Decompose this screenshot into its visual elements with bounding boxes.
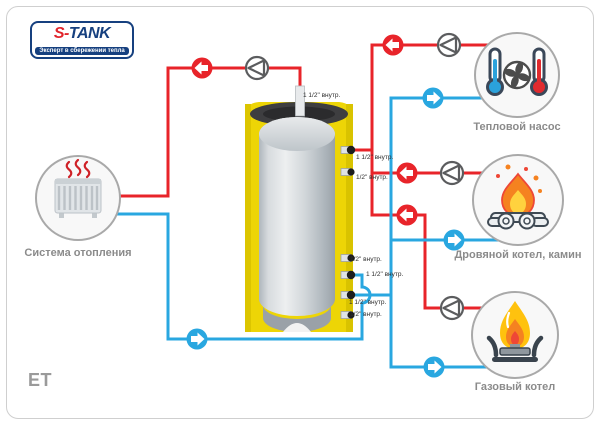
heating-system-label: Система отопления <box>24 247 132 259</box>
logo-brand-prefix: S- <box>53 25 70 42</box>
flow-arrow-left-icon <box>396 204 418 226</box>
pump-icon <box>439 295 465 321</box>
flow-arrow-right-icon <box>186 328 208 350</box>
gas-burner-icon <box>486 301 544 362</box>
model-name: ET <box>28 370 53 390</box>
hot-thermometer-icon <box>530 47 548 96</box>
burner-base <box>486 335 544 362</box>
logo-tagline: Эксперт в сбережении тепла <box>35 47 129 55</box>
tank-skirt <box>263 305 331 332</box>
campfire-icon <box>487 164 549 230</box>
gas-boiler-label: Газовый котел <box>474 381 556 393</box>
wood-boiler-label: Дровяной котел, камин <box>454 249 582 261</box>
flow-arrow-left-icon <box>191 57 213 79</box>
logs <box>487 212 549 230</box>
radiator-icon <box>54 158 102 218</box>
flow-arrow-left-icon <box>382 34 404 56</box>
pumps <box>244 32 465 321</box>
flow-arrows <box>186 34 465 378</box>
flow-arrow-right-icon <box>423 356 445 378</box>
tank-port-top <box>295 85 305 117</box>
tank-port-label-side2: 1/2" внутр. <box>356 174 388 181</box>
tank-port-side <box>340 145 356 319</box>
heat-pump-icon <box>486 47 548 96</box>
pump-icon <box>436 32 462 58</box>
flow-arrow-right-icon <box>443 229 465 251</box>
pump-icon <box>244 55 270 81</box>
tank-inner-vessel <box>259 117 335 316</box>
tank-port-label-side3: 1/2" внутр. <box>350 256 382 263</box>
page-border <box>6 6 594 419</box>
flow-arrow-left-icon <box>396 162 418 184</box>
logo-brand-suffix: TANK <box>68 25 111 42</box>
tank-port-label-top: 1 1/2" внутр. <box>303 92 341 99</box>
pump-icon <box>439 160 465 186</box>
heat-pump-label: Тепловой насос <box>473 121 561 133</box>
tank-port-label-side1: 1 1/2" внутр. <box>356 154 394 161</box>
logo-brand: S-TANK <box>32 24 132 43</box>
buffer-tank <box>245 102 353 332</box>
cold-thermometer-icon <box>486 47 504 96</box>
pipe-return-heating <box>116 212 372 341</box>
s-tank-logo: S-TANK Эксперт в сбережении тепла <box>30 21 134 59</box>
flow-arrow-right-icon <box>422 87 444 109</box>
tank-port-label-side6: 1/2" внутр. <box>350 311 382 318</box>
tank-port-label-side5: 1 1/2" внутр. <box>349 299 387 306</box>
pipe-supply-heating <box>116 66 302 198</box>
tank-port-label-side4: 1 1/2" внутр. <box>366 271 404 278</box>
fan-icon <box>502 60 532 90</box>
tank-ports <box>295 85 356 319</box>
